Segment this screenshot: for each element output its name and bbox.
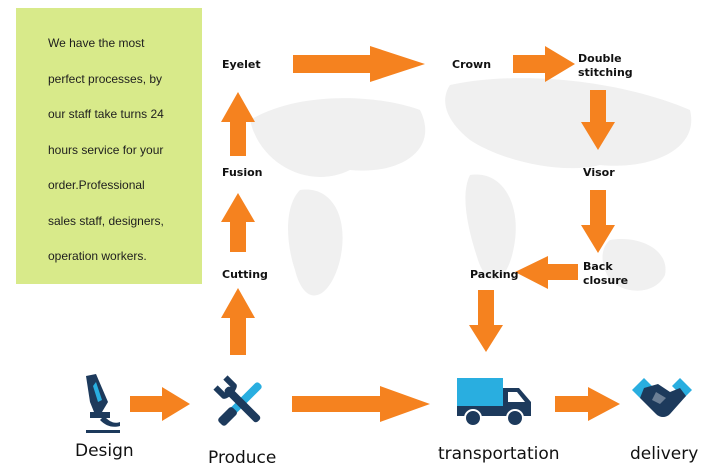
arrow-fusion-to-eyelet [221,92,255,156]
stage-delivery-label: delivery [630,444,699,464]
stage-design-label: Design [75,441,134,461]
wrench-screwdriver-icon [213,375,262,426]
stage-produce-label: Produce [208,448,277,468]
step-back-closure: Back closure [583,260,629,287]
arrow-crown-to-double-stitching [513,46,575,82]
intro-text: We have the most perfect processes, by o… [48,26,198,275]
arrow-produce-to-transportation [292,386,430,422]
arrow-cutting-to-fusion [221,193,255,252]
intro-line: order.Professional [48,178,145,192]
intro-line: sales staff, designers, [48,213,164,228]
arrow-packing-to-transportation [469,290,503,352]
step-cutting: Cutting [222,268,268,281]
arrow-produce-to-cutting [221,288,255,355]
handshake-icon [632,378,692,417]
arrow-eyelet-to-crown [293,46,425,82]
step-crown: Crown [452,58,492,71]
intro-line: We have the most [48,36,145,50]
arrow-design-to-produce [130,387,190,421]
step-visor: Visor [583,166,615,179]
intro-panel [16,8,202,284]
intro-line: perfect processes, by [48,71,163,86]
step-fusion: Fusion [222,166,263,179]
intro-line: our staff take turns 24 [48,107,164,121]
arrow-back-closure-to-packing [515,256,578,289]
step-eyelet: Eyelet [222,58,261,71]
pen-nib-icon [86,374,120,433]
stage-transportation-label: transportation [438,444,560,464]
step-packing: Packing [470,268,519,281]
intro-line: hours service for your [48,142,164,157]
arrow-transportation-to-delivery [555,387,620,421]
intro-line: operation workers. [48,249,147,263]
delivery-truck-icon [457,378,531,427]
step-double-stitching: Double stitching [578,52,633,79]
arrow-double-stitching-to-visor [581,90,615,150]
arrow-visor-to-back-closure [581,190,615,253]
